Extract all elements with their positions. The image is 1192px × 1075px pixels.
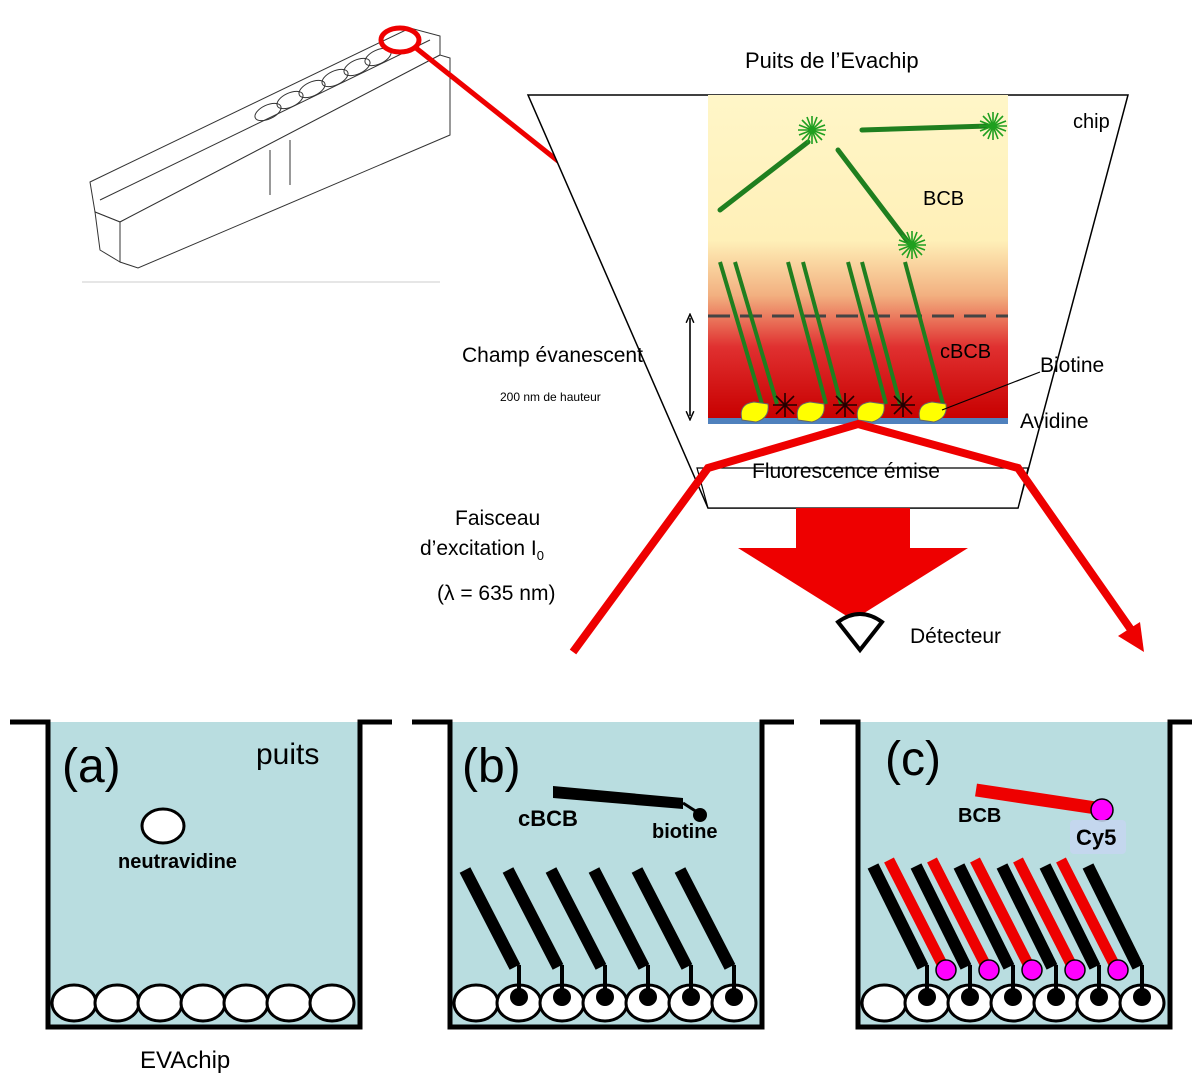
panel-b: (b) cBCB biotine <box>412 719 794 1030</box>
fluorescence-label: Fluorescence émise <box>752 460 940 483</box>
excitation-beam-arrowhead <box>1118 622 1144 652</box>
puits-label: puits <box>256 738 319 771</box>
panel-c-bcb-fibers <box>884 857 1119 967</box>
panel-b-biotine-label: biotine <box>652 821 718 843</box>
fluorescence-zone-outline <box>696 467 1029 509</box>
emission-arrow <box>738 508 968 620</box>
neutravidine-label: neutravidine <box>118 851 237 873</box>
cy5-label-bg <box>1070 820 1126 854</box>
evachip-strip-drawing <box>82 27 451 283</box>
free-bcb-fiber <box>975 783 1097 815</box>
avidine-biotin-complexes <box>740 401 947 423</box>
panel-b-biotin-links <box>510 965 743 1006</box>
wavelength-label: (λ = 635 nm) <box>437 582 555 605</box>
panel-c-cy5-dots <box>935 959 1129 981</box>
highlighted-well-circle <box>378 25 422 55</box>
beam-label-line2-main: d’excitation I <box>420 537 537 560</box>
well-a-wall <box>10 719 392 1030</box>
panel-c-cbcb-fibers <box>867 863 1144 970</box>
panel-c-cy5-label: Cy5 <box>1076 825 1116 850</box>
well-b-wall <box>412 719 794 1030</box>
fluorophore-stars <box>798 112 1007 259</box>
avidine-label: Avidine <box>1020 410 1089 433</box>
panel-c-bcb-label: BCB <box>958 805 1001 827</box>
panel-c: (c) BCB Cy5 <box>820 719 1192 1030</box>
panel-c-biotin-links <box>918 965 1151 1006</box>
evanescent-field-label: Champ évanescent <box>462 344 643 367</box>
free-cbcb-fiber <box>553 786 683 809</box>
beam-label-subscript: 0 <box>537 548 544 563</box>
detector-icon <box>835 612 885 654</box>
chip-label: chip <box>1073 111 1110 133</box>
neutravidine-bead <box>140 807 186 845</box>
well-a-fill <box>48 722 360 1027</box>
panel-a-tag: (a) <box>62 740 121 793</box>
panel-b-cbcb-label: cBCB <box>518 806 578 831</box>
excited-fluorophores <box>773 393 915 417</box>
bound-cbcb-fibers <box>718 261 945 405</box>
well-solution <box>708 95 1008 418</box>
panel-a: (a) puits neutravidine <box>10 719 392 1030</box>
free-cy5-dot <box>1090 798 1114 822</box>
panel-a-beads <box>50 983 356 1023</box>
detector-label: Détecteur <box>910 625 1001 648</box>
beam-label-line2: d’excitation I0 <box>420 537 544 563</box>
panel-c-tag: (c) <box>885 733 941 786</box>
biotine-label: Biotine <box>1040 354 1104 377</box>
well-c-wall <box>820 719 1192 1030</box>
evachip-label: EVAchip <box>140 1047 230 1074</box>
cbcb-label: cBCB <box>940 341 991 363</box>
well-title: Puits de l’Evachip <box>745 48 919 73</box>
free-bcb-fibers <box>717 123 991 245</box>
panel-b-tag: (b) <box>462 740 521 793</box>
height-label: 200 nm de hauteur <box>500 390 601 404</box>
free-biotin-dot <box>693 808 707 822</box>
biotine-pointer <box>941 371 1041 411</box>
panel-b-cbcb-fibers <box>459 867 736 970</box>
excitation-beam <box>569 419 1138 655</box>
beam-label-line1: Faisceau <box>455 507 540 530</box>
bcb-label: BCB <box>923 188 964 210</box>
